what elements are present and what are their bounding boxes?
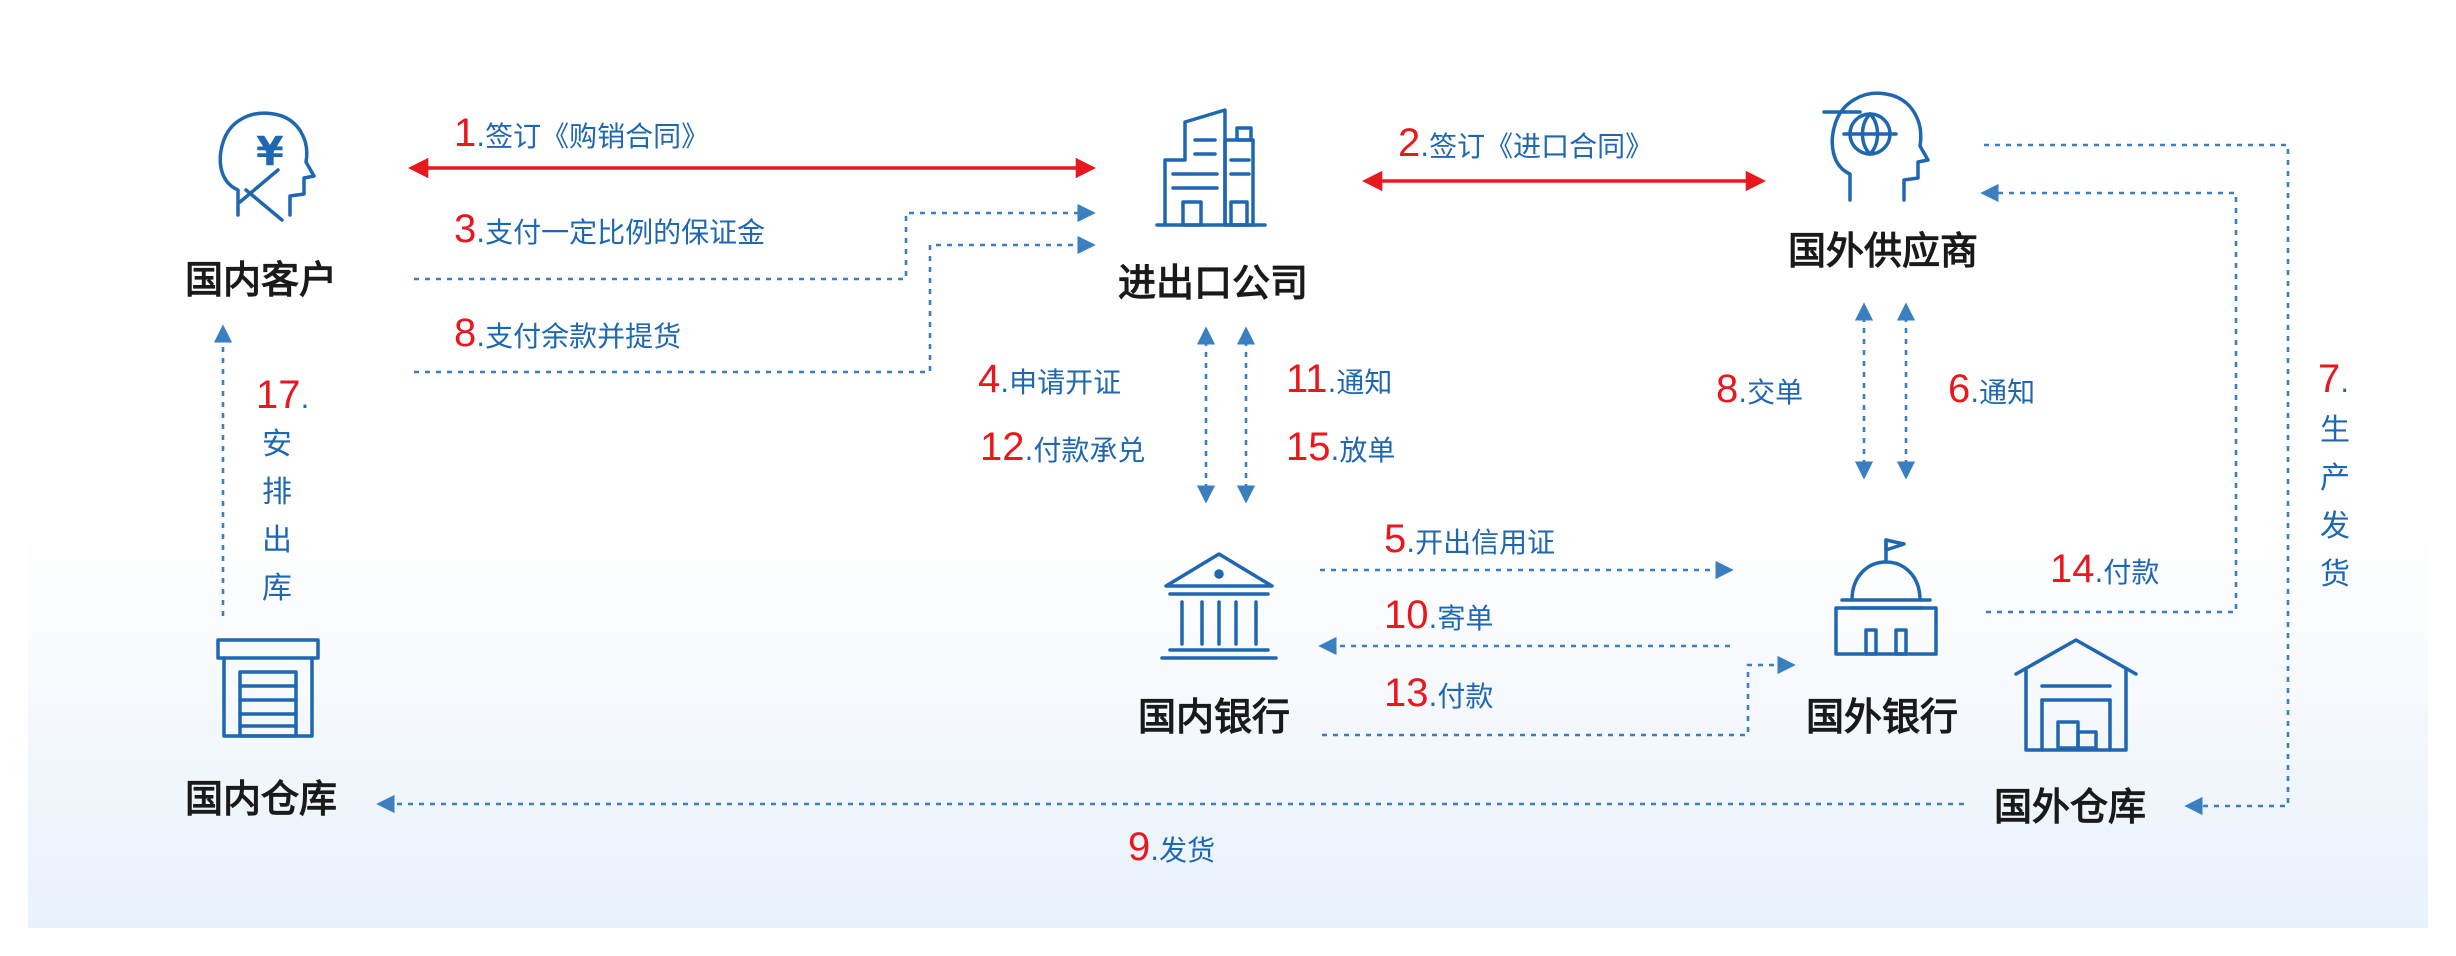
step-8b-label: 8.交单 [1716,367,1803,411]
globe-head-icon [1822,91,1930,202]
step-12-label: 12.付款承兑 [980,425,1145,469]
svg-text:8.支付余款并提货: 8.支付余款并提货 [454,311,681,355]
step-3-label: 3.支付一定比例的保证金 [454,207,765,251]
svg-text:15.放单: 15.放单 [1286,425,1395,469]
node-domestic-warehouse: 国内仓库 [185,777,337,821]
svg-text:1.签订《购销合同》: 1.签订《购销合同》 [454,111,709,155]
svg-text:11.通知: 11.通知 [1286,357,1392,401]
node-domestic-customer: 国内客户 [185,258,337,302]
connector-3 [414,203,1096,281]
svg-text:2.签订《进口合同》: 2.签订《进口合同》 [1398,121,1653,165]
step-17-label: 17. 安 排 出 库 [256,373,309,606]
svg-text:货: 货 [2320,557,2350,592]
node-foreign-bank: 国外银行 [1806,695,1958,739]
connector-7 [1984,143,2290,816]
svg-text:6.通知: 6.通知 [1948,367,2035,411]
step-13-label: 13.付款 [1384,671,1493,715]
svg-text:9.发货: 9.发货 [1128,825,1215,869]
svg-text:7.: 7. [2318,357,2349,401]
yuan-head-icon: ¥ [218,111,316,222]
node-import-export-company: 进出口公司 [1118,261,1308,305]
svg-text:生: 生 [2320,413,2350,448]
step-10-label: 10.寄单 [1384,593,1493,637]
svg-text:17.: 17. [256,373,309,417]
step-9-label: 9.发货 [1128,825,1215,869]
step-2-label: 2.签订《进口合同》 [1398,121,1653,165]
connector-8a [414,235,1096,374]
step-5-label: 5.开出信用证 [1384,517,1555,561]
svg-text:8.交单: 8.交单 [1716,367,1803,411]
svg-text:14.付款: 14.付款 [2050,547,2159,591]
svg-text:4.申请开证: 4.申请开证 [978,357,1121,401]
warehouse-boxes-icon [2014,638,2138,752]
svg-text:安: 安 [262,427,292,462]
connector-14 [1980,183,2238,614]
svg-text:产: 产 [2320,461,2350,496]
node-foreign-supplier: 国外供应商 [1788,229,1978,273]
svg-text:发: 发 [2320,509,2350,544]
svg-text:出: 出 [262,523,292,558]
step-11-label: 11.通知 [1286,357,1392,401]
step-14-label: 14.付款 [2050,547,2159,591]
svg-text:10.寄单: 10.寄单 [1384,593,1493,637]
svg-text:3.支付一定比例的保证金: 3.支付一定比例的保证金 [454,207,765,251]
bank-icon [1160,552,1278,660]
step-1-label: 1.签订《购销合同》 [454,111,709,155]
step-15-label: 15.放单 [1286,425,1395,469]
node-domestic-bank: 国内银行 [1138,695,1290,739]
svg-text:¥: ¥ [256,129,284,175]
office-building-icon [1155,108,1267,227]
svg-text:12.付款承兑: 12.付款承兑 [980,425,1145,469]
domed-bank-icon [1834,538,1938,656]
node-foreign-warehouse: 国外仓库 [1994,785,2146,829]
svg-text:5.开出信用证: 5.开出信用证 [1384,517,1555,561]
step-7-label: 7. 生 产 发 货 [2318,357,2350,592]
svg-text:13.付款: 13.付款 [1384,671,1493,715]
warehouse-shutter-icon [216,638,320,738]
step-6-label: 6.通知 [1948,367,2035,411]
svg-text:库: 库 [262,571,292,606]
step-4-label: 4.申请开证 [978,357,1121,401]
step-8a-label: 8.支付余款并提货 [454,311,681,355]
svg-text:排: 排 [262,475,292,510]
connector-13 [1322,655,1796,737]
